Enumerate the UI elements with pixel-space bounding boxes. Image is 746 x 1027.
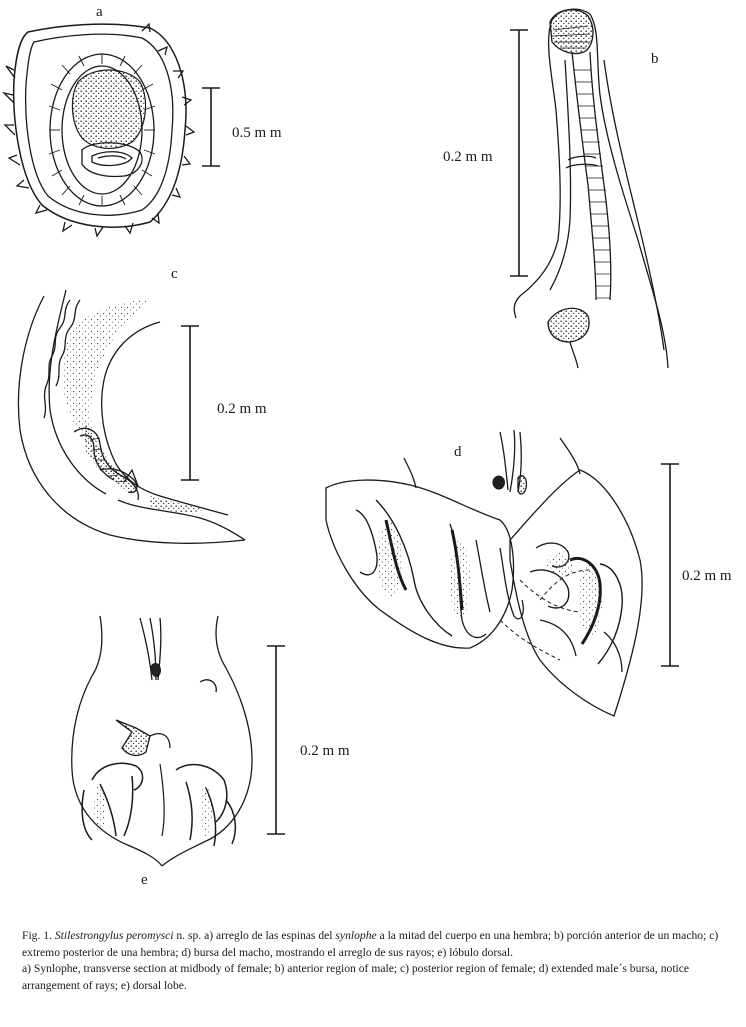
panel-d-label: d — [454, 444, 462, 460]
caption-spanish-part-2: a la mitad del cuerpo en una hembra; b) … — [22, 929, 719, 959]
scale-bar-e — [267, 645, 285, 835]
scale-bars — [181, 29, 679, 835]
scale-label-a: 0.5 m m — [232, 125, 282, 141]
panel-c-posterior-female — [17, 289, 246, 544]
caption-synlophe-term: synlophe — [335, 929, 377, 942]
figure-caption: Fig. 1. Stilestrongylus peromysci n. sp.… — [22, 928, 737, 994]
panel-b-anterior-male — [513, 8, 669, 369]
panel-c-label: c — [171, 266, 178, 282]
panel-e-label: e — [141, 872, 148, 888]
panel-d-male-bursa — [325, 429, 643, 717]
scale-bar-b — [510, 29, 528, 277]
scale-label-e: 0.2 m m — [300, 743, 350, 759]
figure-1-drawings: a b c d e 0.5 m m 0.2 m m 0.2 m m 0.2 m … — [1, 4, 732, 888]
scale-label-b: 0.2 m m — [443, 149, 493, 165]
caption-spanish: Fig. 1. Stilestrongylus peromysci n. sp.… — [22, 928, 737, 961]
scale-bar-a — [202, 87, 220, 167]
caption-spanish-part-1: n. sp. a) arreglo de las espinas del — [173, 929, 336, 942]
scale-label-c: 0.2 m m — [217, 401, 267, 417]
scale-bar-c — [181, 325, 199, 481]
caption-species-name: Stilestrongylus peromysci — [54, 929, 174, 942]
scale-label-d: 0.2 m m — [682, 568, 732, 584]
panel-e-dorsal-lobe — [71, 615, 253, 867]
caption-english: a) Synlophe, transverse section at midbo… — [22, 962, 690, 992]
panel-a-label: a — [96, 4, 103, 20]
panel-b-label: b — [651, 51, 659, 67]
scale-bar-d — [661, 463, 679, 667]
panel-a-cross-section — [1, 22, 196, 238]
caption-fig-prefix: Fig. 1. — [22, 929, 55, 942]
